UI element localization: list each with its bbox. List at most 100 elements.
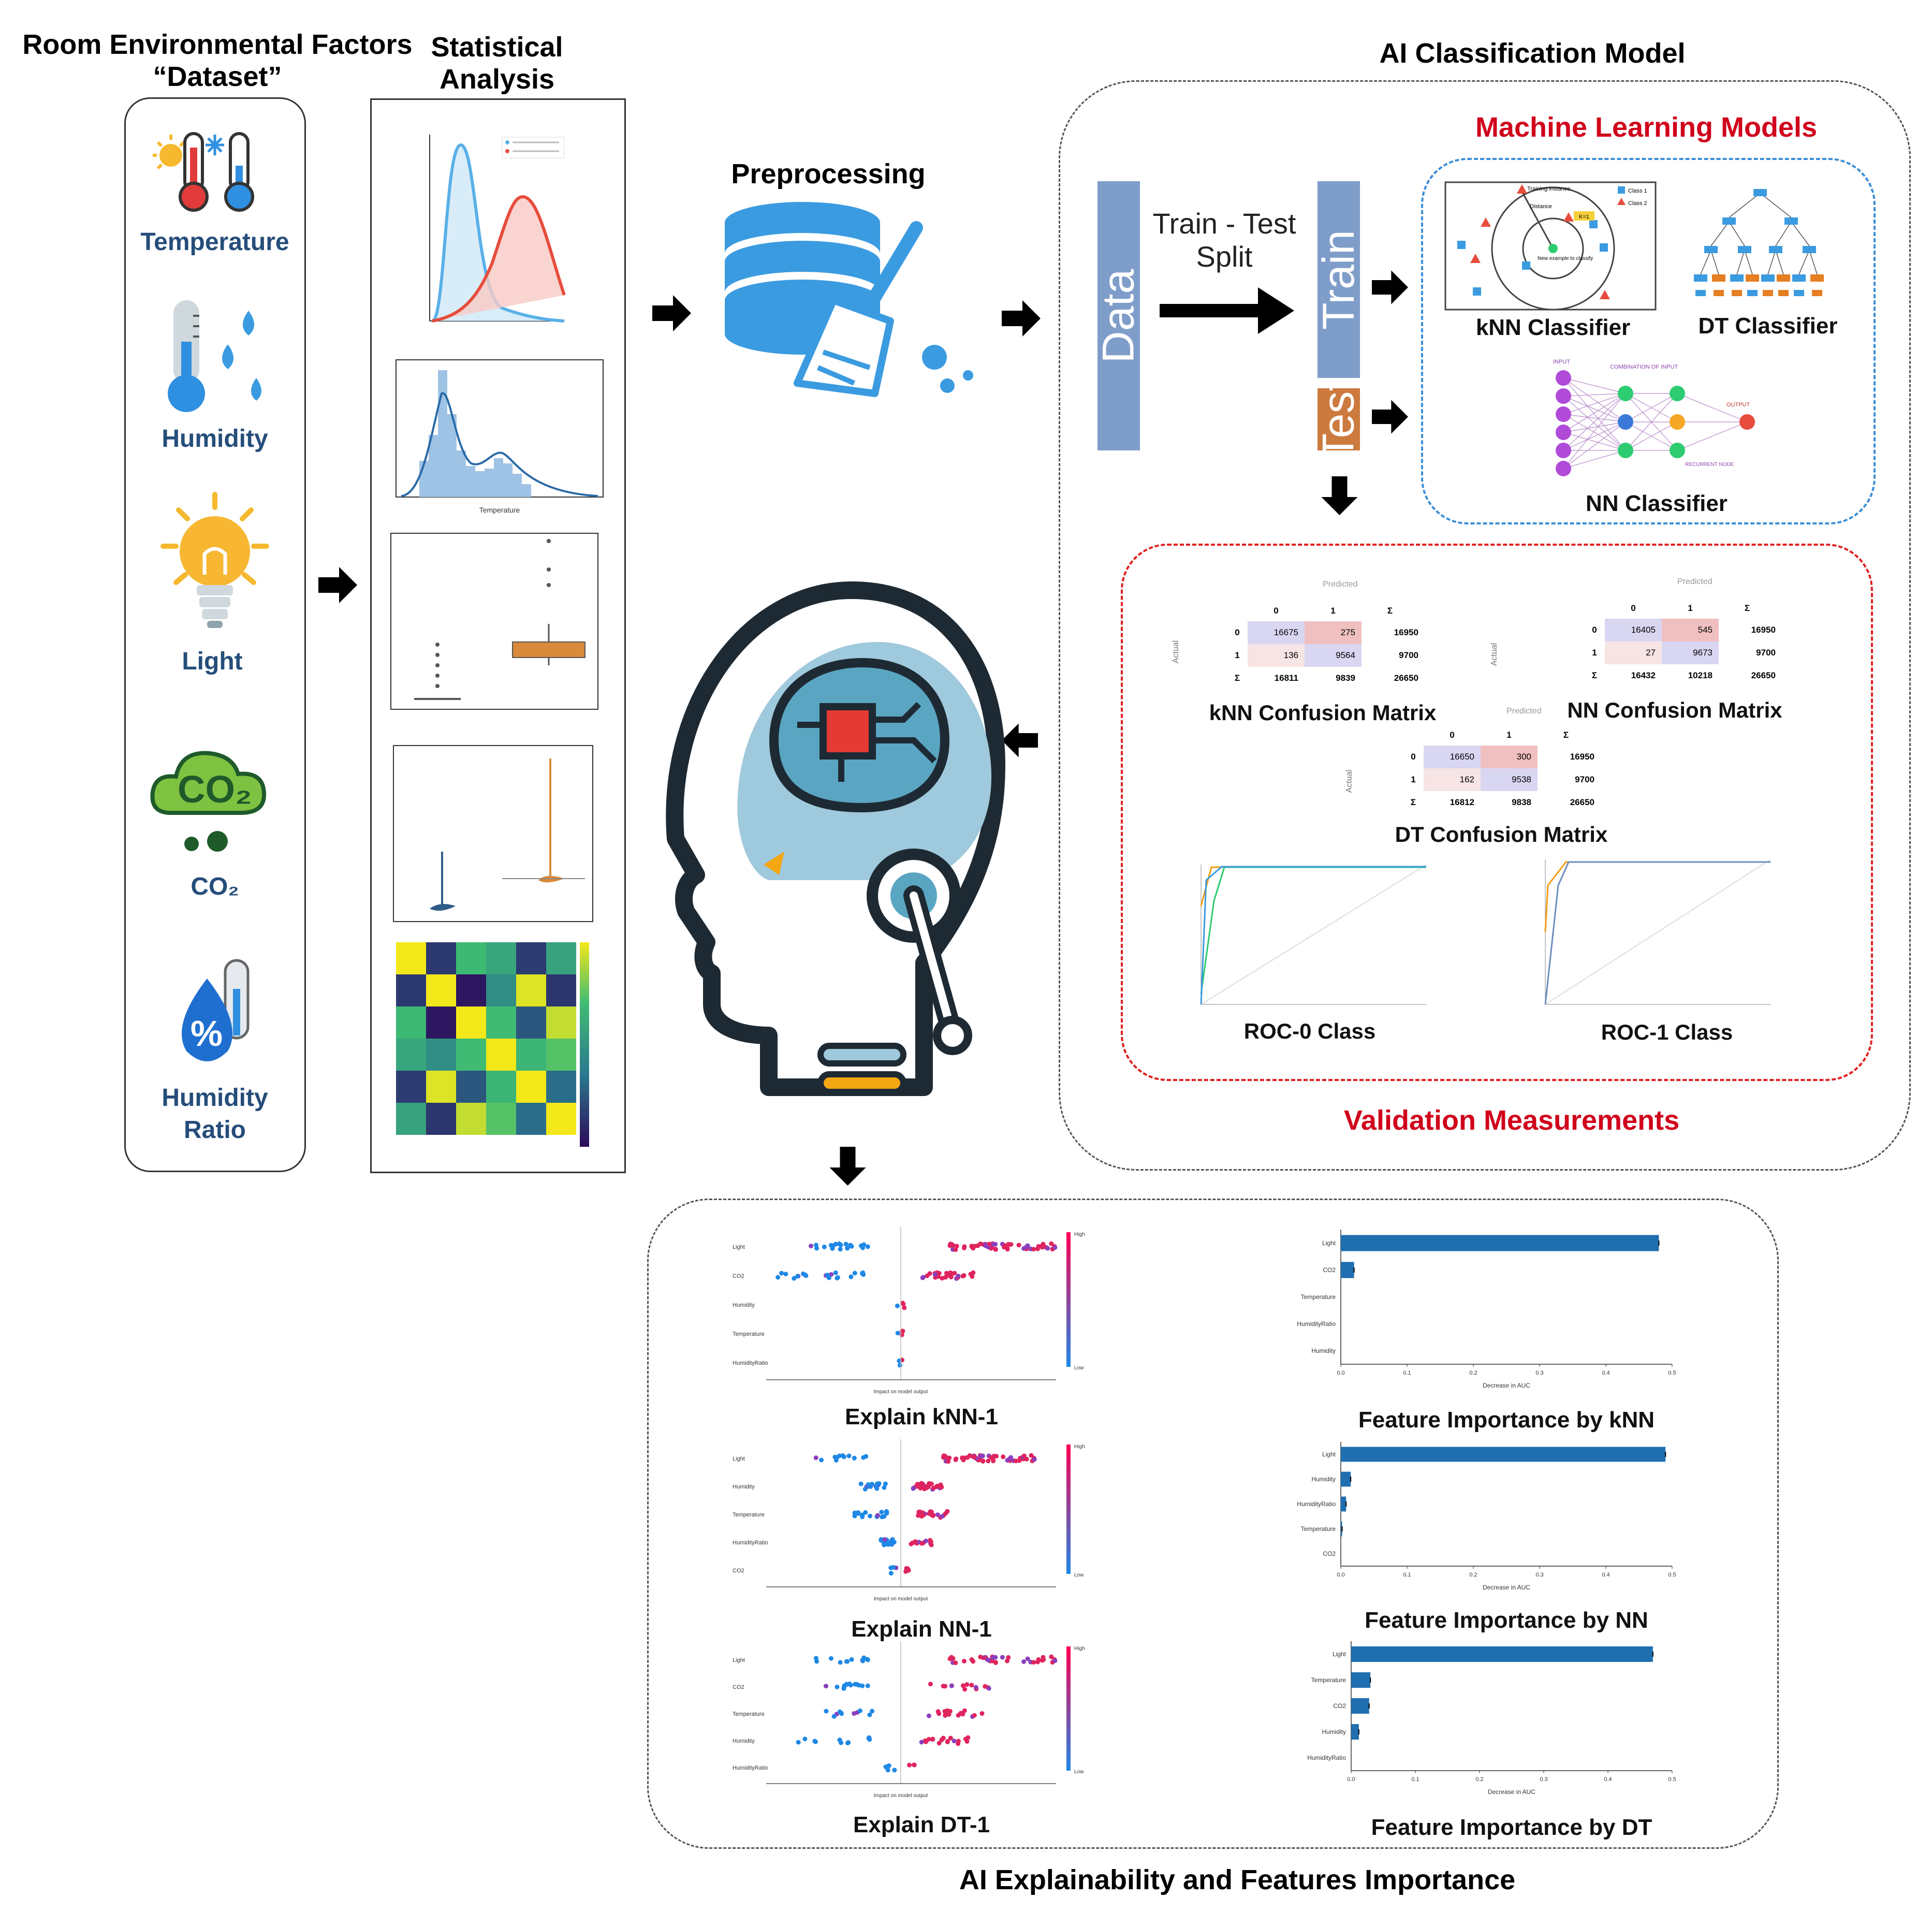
shap-point — [987, 1242, 992, 1247]
nn-node — [1618, 443, 1633, 458]
shap-point — [919, 1481, 924, 1486]
cm-row-label: 1 — [1411, 775, 1416, 784]
ai-model-outer-box — [1059, 80, 1911, 1171]
heatmap-cell — [516, 974, 546, 1006]
shap-point — [960, 1455, 965, 1461]
shap-point — [895, 1331, 900, 1336]
cm-col-header: Σ — [1563, 730, 1569, 740]
cm-cell: 16812 — [1450, 797, 1474, 807]
shap-point — [867, 1712, 872, 1717]
fi-bar — [1341, 1235, 1659, 1251]
shap-point — [833, 1270, 838, 1275]
shap-point — [909, 1541, 914, 1546]
shap-point — [813, 1656, 818, 1661]
shap-point — [863, 1510, 868, 1515]
database-broom-icon — [725, 202, 973, 397]
tree-node — [1704, 246, 1718, 253]
shap-point — [897, 1358, 902, 1363]
fi-tick-label: 0.4 — [1604, 1776, 1612, 1783]
heatmap-cell — [546, 1039, 576, 1071]
pred-label: Predicted — [1677, 577, 1713, 586]
shap-point — [845, 1659, 850, 1664]
heatmap-cell — [546, 1103, 576, 1135]
shap-point — [848, 1683, 853, 1688]
shap-point — [960, 1683, 965, 1688]
shap-low-label: Low — [1074, 1365, 1084, 1371]
shap-point — [819, 1457, 824, 1463]
knn-distance-label: Distance — [1530, 203, 1552, 210]
cm-cell: 16432 — [1631, 670, 1656, 680]
co2-cloud-icon: CO₂ — [150, 751, 267, 852]
shap-point — [1038, 1244, 1044, 1249]
thermometer-icon — [153, 132, 254, 212]
heatmap-cell — [426, 942, 456, 974]
shap-point — [860, 1514, 865, 1520]
shap-point — [848, 1274, 854, 1279]
nn-input-label: INPUT — [1553, 359, 1570, 365]
dataset-header: Room Environmental Factors “Dataset” — [22, 29, 413, 93]
heatmap-cell — [486, 1071, 516, 1103]
shap-point — [962, 1708, 967, 1713]
shap-point — [1007, 1456, 1012, 1462]
shap-point — [779, 1271, 784, 1276]
fi-xlabel: Decrease in AUC — [1488, 1788, 1535, 1796]
nn-combo-label: COMBINATION OF INPUT — [1610, 364, 1678, 370]
dt-classifier-label: DT Classifier — [1698, 313, 1838, 339]
fi-category-label: CO2 — [1323, 1266, 1336, 1274]
shap-point — [983, 1684, 988, 1689]
shap-point — [890, 1537, 895, 1542]
shap-point — [940, 1276, 945, 1281]
shap-point — [839, 1740, 844, 1745]
cm-col-header — [1584, 598, 1605, 619]
shap-point — [948, 1735, 953, 1741]
shap-point — [928, 1509, 933, 1514]
pred-label: Predicted — [1323, 580, 1358, 589]
explainability-box — [647, 1199, 1779, 1849]
shap-point — [954, 1244, 959, 1249]
shap-point — [813, 1739, 818, 1744]
shap-point — [813, 1455, 818, 1461]
tree-leaf — [1714, 290, 1724, 296]
shap-point — [852, 1455, 857, 1461]
arrow-left-icon — [1002, 723, 1038, 757]
cm-col-header: 0 — [1274, 606, 1279, 616]
shap-point — [846, 1740, 851, 1745]
ml-models-box — [1421, 158, 1876, 524]
shap-point — [946, 1459, 951, 1464]
roc-0-chart — [1200, 864, 1427, 1005]
decision-tree-diagram — [1694, 189, 1824, 296]
arrow-down-icon — [829, 1147, 866, 1186]
shap-point — [918, 1485, 923, 1491]
nn-node — [1556, 425, 1571, 440]
roc-0-label: ROC-0 Class — [1243, 1019, 1376, 1043]
train-test-split-label: Train - Test Split — [1152, 207, 1296, 273]
dataset-item-label: Humidity — [162, 425, 268, 453]
shap-point — [986, 1458, 991, 1464]
shap-low-label: Low — [1074, 1572, 1084, 1578]
fi-bar — [1341, 1496, 1346, 1512]
cm-sum: 9700 — [1756, 648, 1776, 658]
shap-point — [783, 1272, 788, 1277]
shap-point — [948, 1242, 953, 1247]
tree-node — [1753, 189, 1767, 196]
knn-k-label: K=1 — [1579, 214, 1589, 220]
cm-cell: 16675 — [1248, 621, 1305, 644]
shap-point — [916, 1513, 921, 1518]
heatmap-cell — [516, 942, 546, 974]
correlation-heatmap-thumbnail — [396, 942, 589, 1147]
shap-point — [961, 1658, 967, 1663]
heatmap-cell — [456, 974, 486, 1006]
shap-point — [991, 1242, 996, 1247]
heatmap-cell — [516, 1006, 546, 1039]
cm-col-header: Σ — [1387, 606, 1393, 616]
shap-point — [969, 1244, 974, 1249]
shap-nn-plot: LightHumidityTemperatureHumidityRatioCO2… — [733, 1439, 1085, 1602]
cm-row-label: 0 — [1411, 752, 1416, 762]
fi-category-label: Light — [1322, 1239, 1336, 1247]
shap-point — [1029, 1453, 1034, 1458]
shap-point — [813, 1243, 818, 1248]
heatmap-cell — [396, 1103, 426, 1135]
shap-point — [912, 1762, 917, 1768]
nn-node — [1670, 414, 1685, 430]
